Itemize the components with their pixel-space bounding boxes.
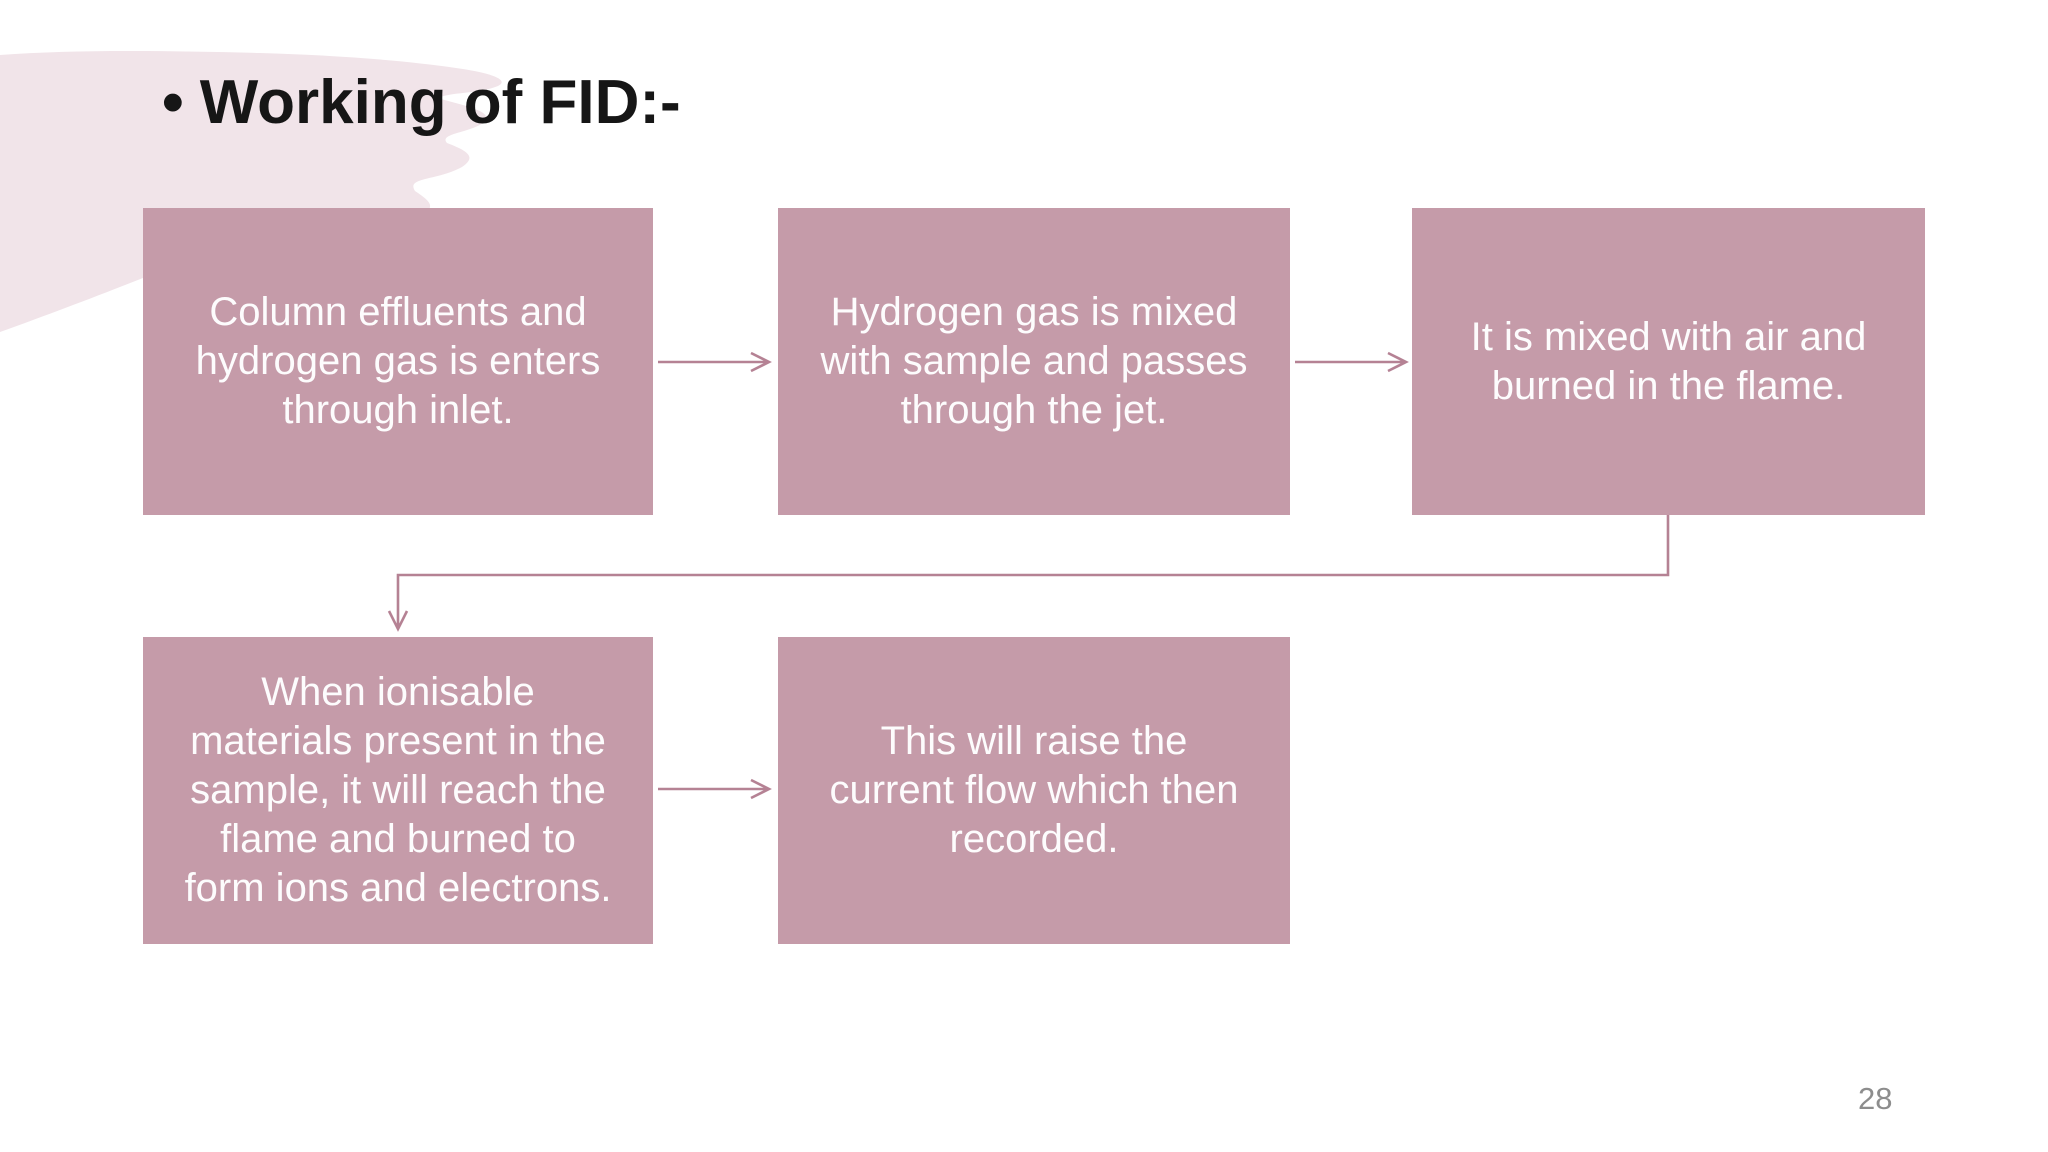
arrow-step2-step3	[1295, 351, 1409, 373]
flow-step-3: It is mixed with air and burned in the f…	[1412, 208, 1925, 515]
bullet-marker: •	[162, 68, 184, 137]
page-title: • Working of FID:-	[162, 64, 681, 142]
flow-step-1: Column effluents and hydrogen gas is ent…	[143, 208, 653, 515]
flow-step-5-text: This will raise the current flow which t…	[829, 719, 1239, 861]
flow-step-2-text: Hydrogen gas is mixed with sample and pa…	[820, 290, 1248, 432]
flow-step-2: Hydrogen gas is mixed with sample and pa…	[778, 208, 1290, 515]
page-title-text: Working of FID:-	[199, 68, 681, 137]
flow-step-4: When ionisable materials present in the …	[143, 637, 653, 944]
brush-stroke-shape	[0, 51, 502, 332]
elbow-arrow-step3-step4	[387, 515, 1670, 632]
page-number: 28	[1858, 1081, 1893, 1116]
arrow-step1-step2	[658, 351, 772, 373]
flow-step-5: This will raise the current flow which t…	[778, 637, 1290, 944]
flow-step-4-text: When ionisable materials present in the …	[184, 670, 612, 910]
flow-step-1-text: Column effluents and hydrogen gas is ent…	[195, 290, 601, 432]
arrow-step4-step5	[658, 778, 772, 800]
flow-step-3-text: It is mixed with air and burned in the f…	[1470, 314, 1867, 408]
